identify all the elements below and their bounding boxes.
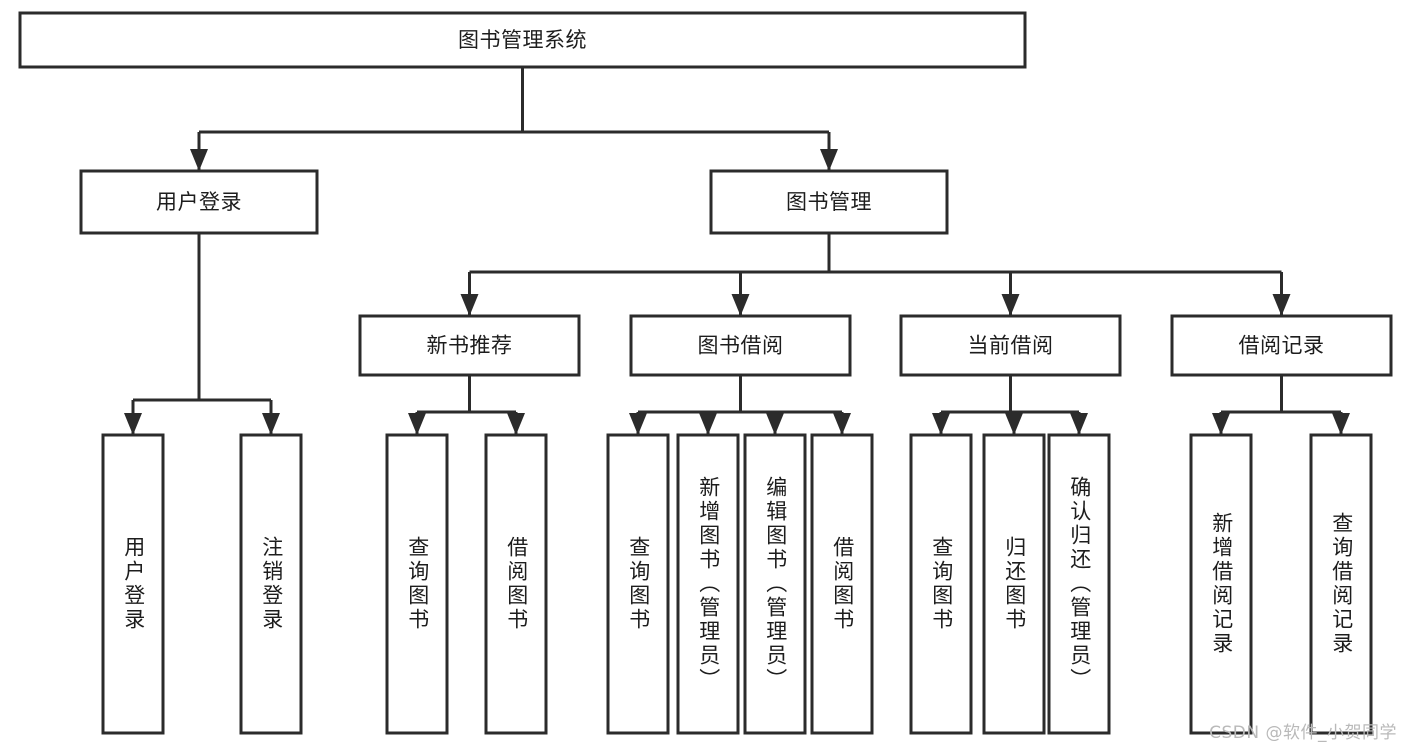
connector-arrowhead (408, 413, 426, 435)
connector-arrowhead (699, 413, 717, 435)
node-level3-1[interactable] (629, 314, 852, 377)
node-leaf-10[interactable] (1047, 433, 1111, 735)
node-leaf-9[interactable] (982, 433, 1046, 735)
connector-arrowhead (1212, 413, 1230, 435)
connectors-layer (124, 67, 1350, 435)
connector-arrowhead (833, 413, 851, 435)
node-level3-3-label: 借阅记录 (1239, 334, 1325, 358)
csdn-watermark: CSDN @软件_小贺同学 (1209, 723, 1397, 743)
node-leaf-12[interactable] (1309, 433, 1373, 735)
node-level3-1-label: 图书借阅 (698, 334, 784, 358)
connector-arrowhead (1272, 294, 1291, 316)
connector-arrowhead (629, 413, 647, 435)
node-leaf-4[interactable] (606, 433, 670, 735)
node-leaf-1[interactable] (239, 433, 303, 735)
node-level3-0[interactable] (358, 314, 581, 377)
node-level2-1-label: 图书管理 (786, 190, 872, 214)
connector-arrowhead (1070, 413, 1088, 435)
node-leaf-0[interactable] (101, 433, 165, 735)
connector-arrowhead (507, 413, 525, 435)
connector-arrowhead (190, 149, 208, 171)
node-leaf-11[interactable] (1189, 433, 1253, 735)
connector-arrowhead (820, 149, 838, 171)
connector-arrowhead (124, 413, 142, 435)
node-level3-0-label: 新书推荐 (427, 334, 513, 358)
node-level2-0-label: 用户登录 (156, 190, 242, 214)
node-leaf-8[interactable] (909, 433, 973, 735)
connector-arrowhead (1005, 413, 1023, 435)
node-leaf-5[interactable] (676, 433, 740, 735)
node-level2-1[interactable] (709, 169, 949, 235)
node-root[interactable] (18, 11, 1027, 69)
node-level3-2-label: 当前借阅 (968, 334, 1054, 358)
connector-arrowhead (1001, 294, 1020, 316)
connector-arrowhead (262, 413, 280, 435)
node-leaf-7[interactable] (810, 433, 874, 735)
node-root-label: 图书管理系统 (458, 28, 587, 52)
connector-arrowhead (460, 294, 479, 316)
connector-arrowhead (932, 413, 950, 435)
node-level3-2[interactable] (899, 314, 1122, 377)
node-level2-0[interactable] (79, 169, 319, 235)
connector-arrowhead (1332, 413, 1350, 435)
node-leaf-6[interactable] (743, 433, 807, 735)
node-level3-3[interactable] (1170, 314, 1393, 377)
connector-arrowhead (766, 413, 784, 435)
node-leaf-2[interactable] (385, 433, 449, 735)
node-leaf-3[interactable] (484, 433, 548, 735)
connector-arrowhead (731, 294, 750, 316)
boxes-layer (18, 11, 1393, 735)
